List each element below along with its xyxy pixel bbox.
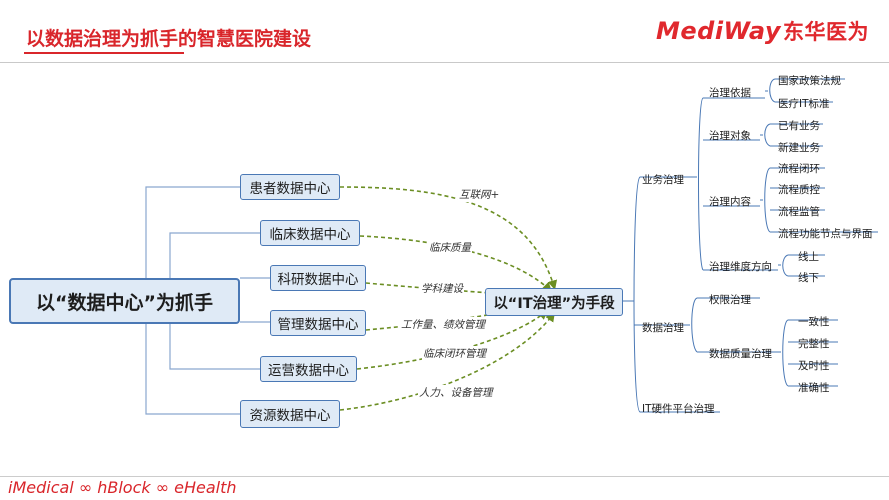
label-data-governance: 数据治理 <box>642 322 684 334</box>
label-business-governance: 业务治理 <box>642 174 684 186</box>
leaf-new-business: 新建业务 <box>778 142 820 154</box>
leaf-completeness: 完整性 <box>798 338 830 350</box>
label-governance-objects: 治理对象 <box>709 130 751 142</box>
leaf-process-closed-loop: 流程闭环 <box>778 163 820 175</box>
leaf-offline: 线下 <box>798 272 819 284</box>
leaf-online: 线上 <box>798 251 819 263</box>
label-permission-governance: 权限治理 <box>709 294 751 306</box>
arrow-clinical-quality <box>359 235 553 293</box>
label-data-quality-governance: 数据质量治理 <box>709 348 772 360</box>
edge-label-workload: 工作量、绩效管理 <box>400 317 486 332</box>
logo-chinese-text: 东华医为 <box>783 20 869 44</box>
footer-divider <box>0 476 889 477</box>
edge-label-resources: 人力、设备管理 <box>418 385 494 400</box>
label-governance-dimension: 治理维度方向 <box>709 261 772 273</box>
node-resource-data-center: 资源数据中心 <box>240 400 340 428</box>
leaf-medical-it-standard: 医疗IT标准 <box>778 98 830 110</box>
edge-label-closed-loop: 临床闭环管理 <box>422 346 487 361</box>
footer-tagline: iMedical ∞ hBlock ∞ eHealth <box>8 478 237 497</box>
leaf-consistency: 一致性 <box>798 316 830 328</box>
label-governance-content: 治理内容 <box>709 196 751 208</box>
arrow-closed-loop <box>356 309 549 370</box>
line-content-sub <box>760 167 771 233</box>
edge-label-clinical-quality: 临床质量 <box>428 240 472 255</box>
label-it-hardware-governance: IT硬件平台治理 <box>642 403 715 415</box>
leaf-process-nodes-ui: 流程功能节点与界面 <box>778 228 873 240</box>
line-dimension-sub <box>778 254 789 277</box>
right-tree-lines <box>623 78 878 413</box>
edge-label-discipline: 学科建设 <box>420 281 464 296</box>
line-objects-sub <box>760 123 771 147</box>
node-research-data-center: 科研数据中心 <box>270 265 366 291</box>
company-logo: MediWay东华医为 <box>656 16 869 46</box>
title-underline <box>24 52 184 54</box>
label-governance-basis: 治理依据 <box>709 87 751 99</box>
page-title: 以数据治理为抓手的智慧医院建设 <box>26 28 312 50</box>
line-business-sub <box>698 97 704 271</box>
node-operations-data-center: 运营数据中心 <box>260 356 357 382</box>
leaf-national-policy: 国家政策法规 <box>778 75 841 87</box>
edge-label-internet-plus: 互联网+ <box>458 187 501 202</box>
leaf-process-supervision: 流程监管 <box>778 206 820 218</box>
arrow-resources <box>339 311 556 411</box>
root-node-data-center: 以“数据中心”为抓手 <box>9 278 240 324</box>
logo-text: MediWay <box>655 17 781 45</box>
line-quality-sub <box>778 319 789 387</box>
node-clinical-data-center: 临床数据中心 <box>260 220 360 246</box>
node-management-data-center: 管理数据中心 <box>270 310 366 336</box>
line-business-bracket <box>633 176 641 413</box>
node-patient-data-center: 患者数据中心 <box>240 174 340 200</box>
arrow-internet-plus <box>339 186 558 291</box>
header-divider <box>0 62 889 63</box>
leaf-process-qc: 流程质控 <box>778 184 820 196</box>
line-basis-sub <box>765 78 776 103</box>
node-it-governance: 以“IT治理”为手段 <box>485 288 623 316</box>
leaf-timeliness: 及时性 <box>798 360 830 372</box>
line-data-sub <box>691 297 698 353</box>
leaf-existing-business: 已有业务 <box>778 120 820 132</box>
leaf-accuracy: 准确性 <box>798 382 830 394</box>
